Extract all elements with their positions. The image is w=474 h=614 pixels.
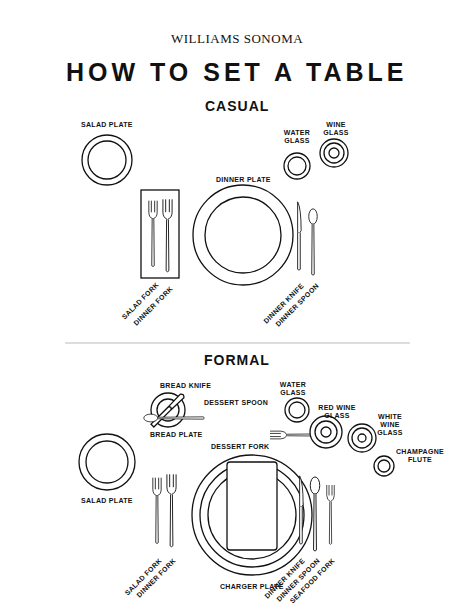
salad-plate — [82, 135, 132, 185]
divider — [65, 343, 410, 344]
formal-setting — [79, 393, 394, 575]
dinner-fork — [167, 474, 176, 546]
dinner-plate — [193, 185, 293, 285]
casual-setting — [82, 135, 348, 285]
dinner-fork — [163, 199, 172, 271]
section-heading: FORMAL — [204, 352, 270, 368]
red-wine-glass — [310, 416, 342, 448]
part-label: DINNER PLATE — [216, 176, 271, 184]
part-label: BREAD KNIFE — [160, 382, 211, 390]
part-label: CHAMPAGNE FLUTE — [395, 448, 445, 464]
salad-plate — [79, 434, 135, 490]
part-label: DESSERT SPOON — [204, 399, 268, 407]
wine-glass — [320, 139, 348, 167]
dinner-spoon — [310, 477, 320, 551]
bread-knife — [151, 393, 185, 427]
part-label: WATER GLASS — [280, 129, 314, 145]
part-label: BREAD PLATE — [150, 431, 203, 439]
page-title: HOW TO SET A TABLE — [66, 58, 407, 87]
salad-fork — [149, 201, 157, 267]
part-label: WINE GLASS — [319, 121, 353, 137]
napkin — [227, 462, 277, 550]
water-glass — [285, 398, 309, 422]
part-label: SALAD PLATE — [81, 497, 133, 505]
dinner-knife — [298, 202, 302, 270]
part-label: DESSERT FORK — [211, 443, 269, 451]
napkin — [141, 190, 179, 278]
dessert-spoon — [144, 414, 204, 422]
part-label: SALAD PLATE — [81, 121, 133, 129]
charger-plate — [192, 455, 312, 575]
dinner-knife — [300, 476, 304, 544]
champagne-flute — [374, 456, 394, 476]
section-heading: CASUAL — [205, 98, 269, 114]
white-wine-glass — [348, 424, 376, 452]
part-label: RED WINE GLASS — [317, 404, 357, 420]
part-label: WATER GLASS — [276, 381, 310, 397]
seafood-fork — [327, 485, 335, 544]
bread-plate — [151, 393, 185, 427]
brand-name: WILLIAMS SONOMA — [171, 31, 303, 47]
water-glass — [284, 153, 310, 179]
part-label: WHITE WINE GLASS — [370, 413, 410, 437]
dinner-spoon — [309, 209, 318, 275]
salad-fork — [153, 478, 161, 544]
